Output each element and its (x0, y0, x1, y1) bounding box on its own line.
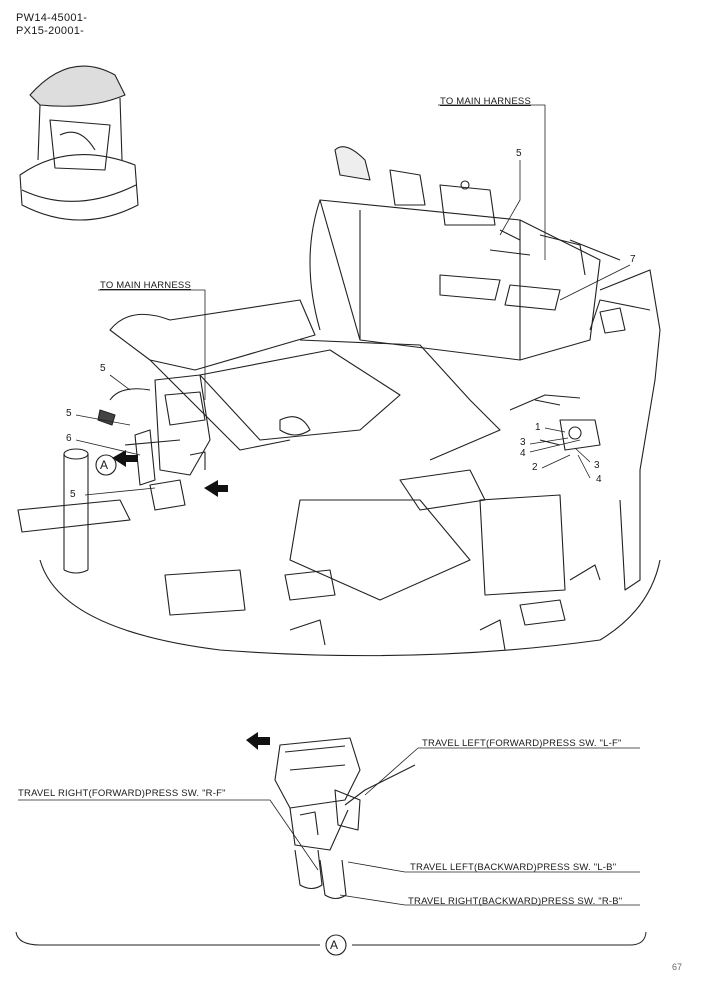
callout-5-c: 5 (70, 489, 76, 500)
callout-3-a: 3 (520, 437, 526, 448)
label-to-main-harness-top: TO MAIN HARNESS (440, 96, 531, 107)
left-post (63, 448, 89, 574)
machine-overview-thumbnail (19, 65, 139, 221)
model-number-2: PX15-20001- (16, 25, 85, 37)
callout-6: 6 (66, 433, 72, 444)
view-arrow-left (112, 450, 138, 467)
callout-7: 7 (630, 254, 636, 265)
label-to-main-harness-left: TO MAIN HARNESS (100, 280, 191, 291)
label-travel-right-backward: TRAVEL RIGHT(BACKWARD)PRESS SW. "R-B" (408, 896, 623, 907)
callout-4-a: 4 (520, 448, 526, 459)
seat-console (309, 146, 626, 361)
detail-leader-lines (18, 747, 640, 906)
label-travel-right-forward: TRAVEL RIGHT(FORWARD)PRESS SW. "R-F" (18, 788, 226, 799)
right-pressure-switch (509, 394, 601, 451)
view-arrow-right (204, 480, 228, 497)
detail-marker-bottom: A (330, 938, 339, 952)
leader-lines (75, 104, 631, 496)
callout-5-a: 5 (100, 363, 106, 374)
upper-frame (17, 269, 661, 657)
model-number-1: PW14-45001- (16, 12, 88, 24)
detail-marker-circle-main (95, 454, 117, 476)
label-travel-left-backward: TRAVEL LEFT(BACKWARD)PRESS SW. "L-B" (410, 862, 617, 873)
callout-3-b: 3 (594, 460, 600, 471)
pressure-switch-assembly (97, 374, 211, 511)
callout-4-b: 4 (596, 474, 602, 485)
detail-marker-circle-bottom (325, 934, 347, 956)
label-travel-left-forward: TRAVEL LEFT(FORWARD)PRESS SW. "L-F" (422, 738, 622, 749)
detail-marker-main: A (100, 458, 109, 472)
detail-pointer-arrow (246, 732, 270, 750)
page-number: 67 (672, 962, 683, 972)
callout-5-b: 5 (66, 408, 72, 419)
detail-view-a (274, 737, 416, 900)
callout-2: 2 (532, 462, 538, 473)
callout-5-top: 5 (516, 148, 522, 159)
detail-bracket (15, 931, 647, 946)
callout-1: 1 (535, 422, 541, 433)
